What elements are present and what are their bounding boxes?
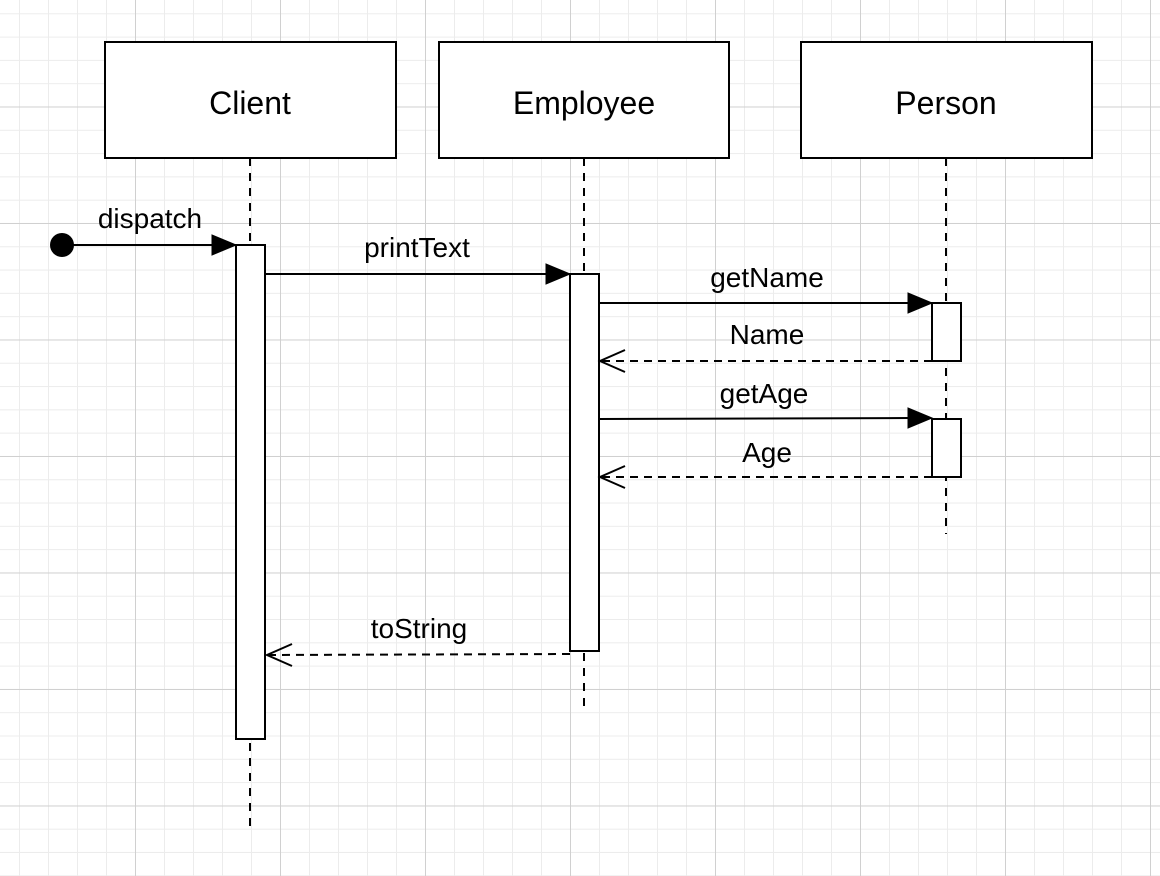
participant-employee[interactable]: Employee	[438, 41, 730, 159]
message-getage-label: getAge	[720, 378, 809, 409]
message-getname-arrowhead	[907, 292, 934, 314]
activation-person-getage[interactable]	[931, 418, 962, 478]
activation-employee[interactable]	[569, 273, 600, 652]
participant-employee-box	[438, 41, 730, 159]
participant-client-box	[104, 41, 397, 159]
activation-person-getname[interactable]	[931, 302, 962, 362]
participant-employee-label: Employee	[513, 85, 655, 121]
message-getage-arrowhead	[907, 407, 934, 429]
message-getname[interactable]: getName	[599, 262, 934, 314]
participant-person-box	[800, 41, 1093, 159]
participant-person[interactable]: Person	[800, 41, 1093, 159]
message-tostring-return[interactable]: toString	[264, 613, 571, 667]
activation-client[interactable]	[235, 244, 266, 740]
message-dispatch[interactable]: dispatch	[50, 203, 238, 257]
message-tostring-line	[267, 653, 571, 656]
message-getage-line	[598, 417, 911, 420]
message-tostring-label: toString	[371, 613, 468, 644]
message-tostring-arrowhead	[264, 643, 293, 667]
participant-client[interactable]: Client	[104, 41, 397, 159]
message-name-return[interactable]: Name	[597, 319, 932, 373]
message-age-return[interactable]: Age	[597, 437, 932, 489]
message-age-arrowhead	[597, 465, 626, 489]
message-printtext-label: printText	[364, 232, 470, 263]
message-dispatch-label: dispatch	[98, 203, 202, 234]
message-name-arrowhead	[597, 349, 626, 373]
message-age-label: Age	[742, 437, 792, 468]
message-getname-label: getName	[710, 262, 824, 293]
participant-person-label: Person	[895, 85, 996, 121]
participant-client-label: Client	[209, 85, 291, 121]
message-dispatch-arrowhead	[211, 234, 238, 256]
message-printtext[interactable]: printText	[265, 232, 572, 285]
message-getage[interactable]: getAge	[598, 378, 934, 429]
message-name-label: Name	[730, 319, 805, 350]
message-printtext-arrowhead	[545, 263, 572, 285]
